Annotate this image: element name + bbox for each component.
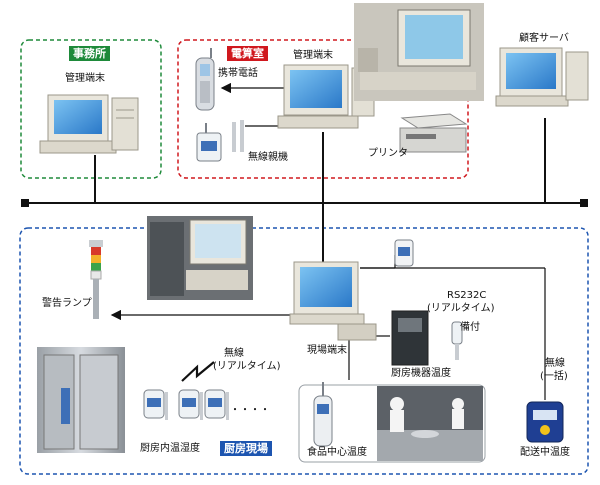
network-backbone bbox=[25, 118, 584, 262]
kitchen-staff-photo bbox=[377, 386, 483, 461]
backbone-end-left bbox=[21, 199, 29, 207]
wireless-base-unit-device bbox=[196, 120, 244, 162]
wireless-batch-label-line1: 無線 bbox=[545, 358, 565, 369]
computer-room-terminal-label: 管理端末 bbox=[293, 50, 333, 61]
kitchen-monitor-photo bbox=[147, 216, 253, 300]
wireless-batch-label-line2: (一括) bbox=[540, 371, 568, 382]
zone-computer-room-box bbox=[177, 39, 469, 179]
customer-server-label: 顧客サーバ bbox=[519, 33, 569, 44]
zone-office-box bbox=[20, 39, 162, 179]
kitchen-equipment-sensor-device bbox=[391, 239, 463, 366]
wireless-realtime-label-line1: 無線 bbox=[224, 348, 244, 359]
rs232c-label-line2: (リアルタイム) bbox=[427, 303, 495, 314]
delivery-temp-label: 配送中温度 bbox=[520, 447, 570, 458]
office-terminal-label: 管理端末 bbox=[65, 73, 105, 84]
kitchen-room-temp-humidity-label: 厨房内温湿度 bbox=[140, 443, 200, 454]
warning-lamp-label: 警告ランプ bbox=[42, 298, 92, 309]
customer-server-device bbox=[495, 47, 589, 107]
kitchen-equipment-temp-label: 厨房機器温度 bbox=[391, 368, 451, 379]
kitchen-door-photo bbox=[37, 347, 125, 453]
sensor-ellipsis: ・・・・ bbox=[230, 405, 270, 416]
zone-office-title: 事務所 bbox=[69, 46, 110, 61]
printer-label: プリンタ bbox=[368, 148, 408, 159]
equipped-label: 備付 bbox=[460, 322, 480, 333]
food-core-temp-label: 食品中心温度 bbox=[307, 447, 367, 458]
wireless-bolt-icon bbox=[181, 361, 215, 382]
delivery-logger-device bbox=[526, 401, 564, 443]
mobile-phone-device bbox=[195, 48, 215, 111]
site-terminal-device bbox=[289, 261, 377, 341]
kitchen-room-sensors bbox=[143, 389, 229, 420]
zone-kitchen-box bbox=[19, 227, 589, 475]
zone-computer-room-title: 電算室 bbox=[227, 46, 268, 61]
zone-kitchen-title: 厨房現場 bbox=[220, 441, 272, 456]
office-terminal-device bbox=[39, 94, 139, 154]
wireless-base-unit-label: 無線親機 bbox=[248, 152, 288, 163]
rs232c-label-line1: RS232C bbox=[447, 290, 487, 301]
site-terminal-label: 現場端末 bbox=[307, 345, 347, 356]
warning-lamp-device bbox=[89, 240, 103, 319]
printer-device bbox=[399, 113, 468, 153]
wireless-realtime-label-line2: (リアルタイム) bbox=[213, 361, 281, 372]
mobile-phone-label: 携帯電話 bbox=[218, 68, 258, 79]
backbone-end-right bbox=[580, 199, 588, 207]
server-rack-photo bbox=[354, 3, 484, 101]
